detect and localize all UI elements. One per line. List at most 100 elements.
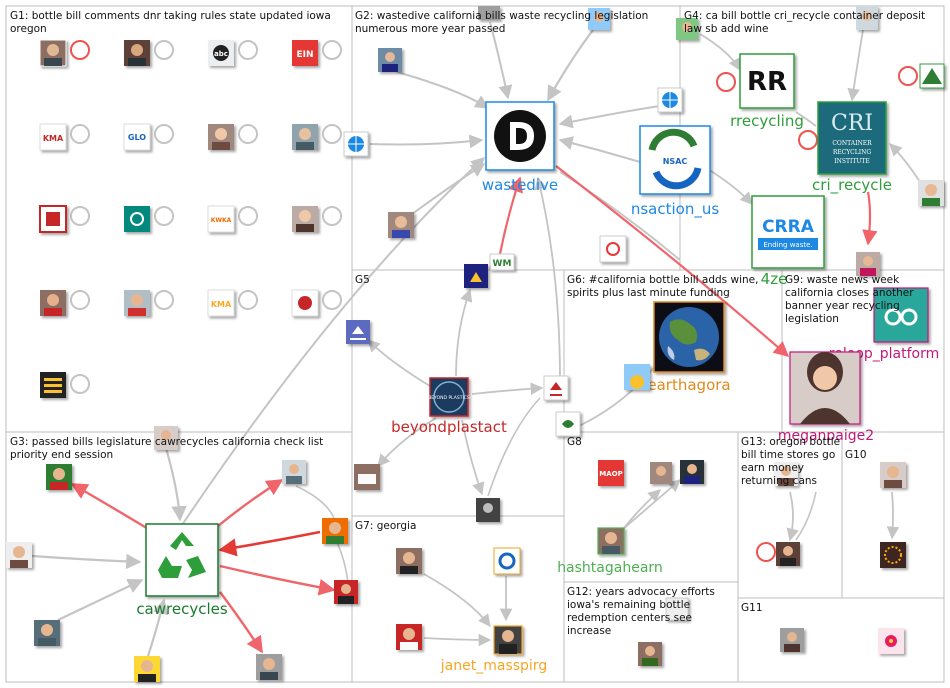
group-label-g2: G2: wastedive california bills waste rec… <box>355 10 652 35</box>
nsaction-node[interactable]: NSAC nsaction_us <box>631 125 720 219</box>
user-node[interactable] <box>292 206 318 232</box>
user-node[interactable] <box>282 460 306 484</box>
g8-nodes: MAOP hashtagahearn <box>557 460 704 576</box>
tea-party-node[interactable] <box>40 372 66 398</box>
triangle-logo-node[interactable] <box>919 63 945 89</box>
user-node[interactable] <box>780 628 804 652</box>
user-node[interactable] <box>918 180 944 206</box>
globe-node[interactable] <box>657 87 683 113</box>
edge <box>179 157 486 529</box>
self-loop <box>70 206 90 226</box>
self-loop <box>238 124 258 144</box>
user-node[interactable] <box>676 18 698 40</box>
maop-node[interactable]: MAOP <box>598 460 624 486</box>
glo-node[interactable]: GLO <box>123 123 151 151</box>
kwka-node[interactable]: KWKA <box>207 205 235 233</box>
sunrise-node[interactable] <box>624 364 650 390</box>
rrecycling-node[interactable]: RR rrecycling <box>730 53 804 130</box>
user-node[interactable] <box>680 460 704 484</box>
user-node[interactable] <box>134 656 160 682</box>
user-node[interactable] <box>292 124 318 150</box>
edge <box>889 143 921 183</box>
edge <box>795 491 817 541</box>
user-node[interactable] <box>39 39 67 67</box>
edge <box>699 33 741 72</box>
ein-news-node[interactable]: EIN <box>292 40 318 66</box>
kma-radio-node[interactable]: KMA <box>39 123 67 151</box>
earthagora-node[interactable]: earthagora <box>647 301 731 394</box>
user-node[interactable] <box>34 620 60 646</box>
user-node[interactable] <box>154 426 178 450</box>
cri-caption-3: INSTITUTE <box>834 158 870 165</box>
user-node[interactable] <box>396 624 422 650</box>
building-node[interactable] <box>464 264 488 288</box>
kmaland-node[interactable]: KMA <box>207 289 235 317</box>
pattern-node[interactable] <box>880 542 906 568</box>
earthagora-label: earthagora <box>647 376 730 394</box>
wastedive-node[interactable]: wastedive <box>482 101 558 194</box>
cri-caption-1: CONTAINER <box>832 140 872 147</box>
user-node[interactable] <box>334 580 358 604</box>
cri-recycle-node[interactable]: CRI CONTAINER RECYCLING INSTITUTE cri_re… <box>812 101 892 195</box>
crra-label: 4ze <box>761 270 788 288</box>
user-node[interactable] <box>856 6 878 30</box>
radio-node[interactable] <box>291 289 319 317</box>
nsaction-label: nsaction_us <box>631 200 720 219</box>
eco-node[interactable] <box>555 411 581 437</box>
user-node[interactable] <box>776 542 800 566</box>
user-node[interactable] <box>856 252 880 276</box>
user-node[interactable] <box>208 124 234 150</box>
user-node[interactable] <box>322 518 348 544</box>
beyondplastact-node[interactable]: BEYOND PLASTICS beyondplastact <box>391 377 507 436</box>
capitol-node[interactable] <box>543 375 569 401</box>
user-node[interactable] <box>880 462 906 488</box>
user-node[interactable] <box>256 654 282 680</box>
self-loop <box>70 124 90 144</box>
user-node[interactable] <box>6 542 32 568</box>
g4-nodes: RR rrecycling CRI CONTAINER RECYCLING IN… <box>676 6 945 288</box>
rr-logo-text: RR <box>747 67 787 97</box>
user-node[interactable] <box>476 498 500 522</box>
crra-node[interactable]: CRRA Ending waste. 4ze <box>751 195 825 288</box>
self-loop <box>238 290 258 310</box>
user-node[interactable] <box>638 642 662 666</box>
ring-logo-node[interactable] <box>493 547 521 575</box>
recycle-org-node[interactable] <box>124 206 150 232</box>
rrecycling-label: rrecycling <box>730 112 804 130</box>
edge <box>369 134 484 149</box>
edge <box>70 482 151 532</box>
user-node[interactable] <box>774 462 798 486</box>
meganpaige-node[interactable]: meganpaige2 <box>778 351 874 444</box>
user-node[interactable] <box>396 548 422 574</box>
whitehouse-node[interactable] <box>354 464 380 490</box>
user-node[interactable] <box>588 8 610 30</box>
g12-nodes <box>638 597 689 666</box>
janet-masspirg-node[interactable]: janet_masspirg <box>440 625 547 674</box>
user-node[interactable] <box>478 6 500 20</box>
user-node[interactable] <box>40 290 66 316</box>
user-node[interactable] <box>46 464 72 490</box>
capitol-node[interactable] <box>346 320 370 344</box>
hashtagahearn-node[interactable]: hashtagahearn <box>557 527 663 576</box>
flower-node[interactable] <box>878 628 904 654</box>
user-node[interactable] <box>650 462 672 484</box>
kma-badge-text: KMA <box>43 134 64 143</box>
group-labels: G1: bottle bill comments dnr taking rule… <box>10 10 928 637</box>
abc-news-node[interactable]: abc <box>208 40 234 66</box>
user-node[interactable] <box>388 212 414 238</box>
wm-node[interactable]: WM <box>489 253 515 271</box>
user-node[interactable] <box>124 290 150 316</box>
self-loop <box>716 72 736 92</box>
globe-node[interactable] <box>343 131 369 157</box>
user-node[interactable] <box>124 40 150 66</box>
user-node[interactable] <box>665 597 689 621</box>
edge <box>455 288 473 377</box>
group-label-g4: G4: ca bill bottle cri_recycle container… <box>684 10 928 35</box>
g2-nodes: WM wastedive NSAC nsaction_us <box>343 6 720 271</box>
cawrecycles-node[interactable]: cawrecycles <box>136 523 228 618</box>
recycle-org-node[interactable] <box>599 235 627 263</box>
right-bottom-nodes <box>774 462 906 654</box>
station-node[interactable] <box>39 205 67 233</box>
user-node[interactable] <box>378 48 402 72</box>
group-boxes <box>5 5 945 683</box>
